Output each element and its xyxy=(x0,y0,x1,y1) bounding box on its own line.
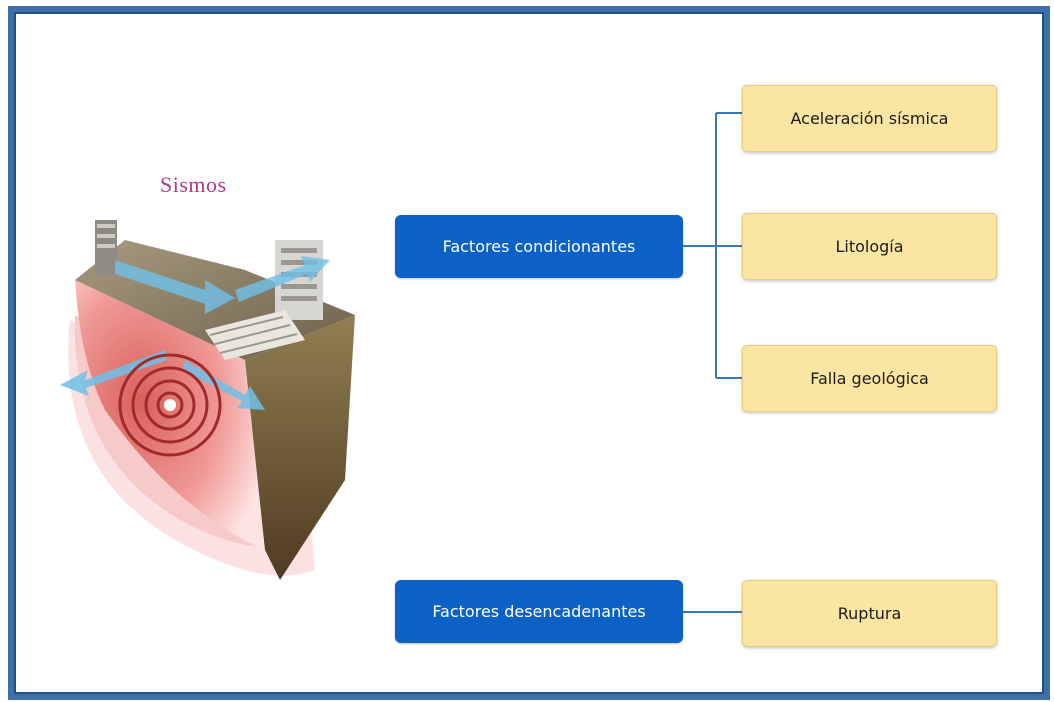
earthquake-illustration xyxy=(60,220,355,580)
aceleracion-sismica-box: Aceleración sísmica xyxy=(742,85,997,152)
factores-desencadenantes-box: Factores desencadenantes xyxy=(395,580,683,643)
ruptura-box: Ruptura xyxy=(742,580,997,647)
litologia-box: Litología xyxy=(742,213,997,280)
falla-geologica-box: Falla geológica xyxy=(742,345,997,412)
factores-condicionantes-box: Factores condicionantes xyxy=(395,215,683,278)
diagram-title: Sismos xyxy=(160,172,227,197)
